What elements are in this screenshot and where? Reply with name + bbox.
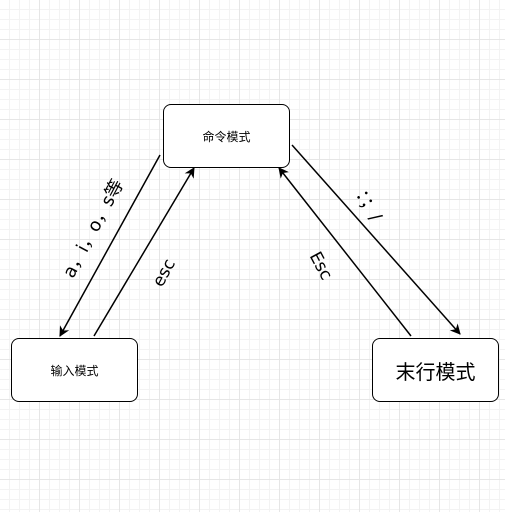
edge-last-to-command[interactable] — [278, 167, 412, 337]
edge-input-to-command[interactable] — [93, 167, 195, 337]
command-mode-node[interactable]: 命令模式 — [163, 104, 290, 168]
edge-command-to-input[interactable] — [59, 154, 161, 337]
last-line-mode-node[interactable]: 末行模式 — [372, 338, 499, 402]
input-mode-label: 输入模式 — [50, 363, 99, 378]
last-line-mode-label: 末行模式 — [395, 359, 476, 384]
edge-command-to-last[interactable] — [291, 144, 461, 335]
command-mode-label: 命令模式 — [202, 129, 251, 144]
input-mode-node[interactable]: 输入模式 — [11, 338, 138, 402]
